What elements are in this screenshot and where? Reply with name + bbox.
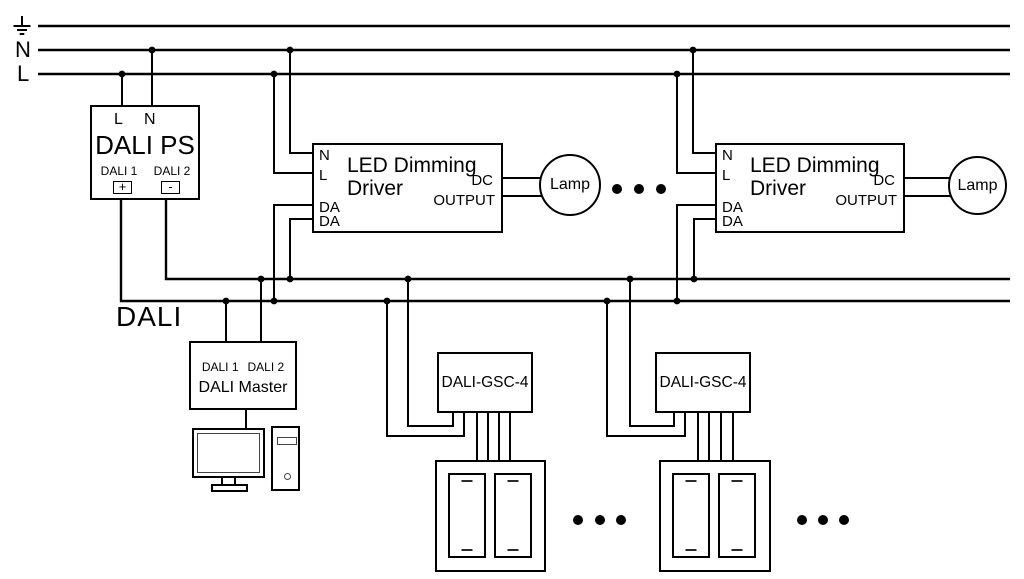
lamp-1: Lamp	[539, 154, 601, 216]
rocker-mark	[507, 549, 519, 551]
rocker-mark	[507, 480, 519, 482]
rocker-button	[494, 473, 532, 558]
master-dali2-label: DALI 2	[247, 360, 285, 374]
driver1-output-label: OUTPUT	[433, 192, 495, 209]
dali-bus-1-lower	[119, 200, 1010, 303]
dali-bus-label: DALI	[116, 301, 183, 332]
controller2-title: DALI-GSC-4	[659, 373, 747, 391]
tower-power-button-icon	[284, 473, 291, 480]
driver1-dc-label: DC	[471, 172, 493, 189]
computer-monitor-icon	[192, 428, 265, 478]
earth-ground-icon	[13, 16, 31, 35]
switch-panel-2	[659, 460, 771, 572]
master-channel-labels: DALI 1 DALI 2	[191, 360, 295, 374]
ellipsis-dots-panel-1	[573, 515, 626, 525]
neutral-bus-label: N	[15, 37, 31, 62]
dali-power-supply: L N DALI PS DALI 1 DALI 2 + -	[90, 105, 200, 200]
dali-bus-lines	[119, 200, 1010, 303]
driver1-title-line1: LED Dimming	[347, 154, 477, 177]
lamp2-label: Lamp	[957, 176, 998, 194]
driver2-title-line1: LED Dimming	[750, 154, 880, 177]
ps-terminal-l-label: L	[114, 111, 123, 128]
ps-terminal-n-label: N	[144, 111, 156, 128]
driver2-terminal-n: N	[722, 147, 733, 164]
monitor-screen	[197, 433, 260, 473]
rocker-mark	[731, 549, 743, 551]
driver1-terminal-da2: DA	[319, 213, 340, 230]
master-dali1-label: DALI 1	[201, 360, 239, 374]
tower-drive-slot	[277, 437, 297, 445]
driver2-title-line2: Driver	[750, 177, 806, 200]
rocker-mark	[731, 480, 743, 482]
ps-minus-terminal: -	[161, 180, 180, 194]
live-bus-label: L	[17, 61, 30, 86]
driver1-terminal-l: L	[319, 167, 328, 184]
ellipsis-dots-lamps	[612, 184, 666, 194]
dali-bus-2-upper	[164, 200, 1010, 281]
led-driver-1: N L DA DA LED Dimming Driver DC OUTPUT	[312, 143, 503, 233]
controller1-title: DALI-GSC-4	[441, 373, 529, 391]
dali-master: DALI 1 DALI 2 DALI Master	[189, 341, 297, 410]
rocker-mark	[685, 480, 697, 482]
mains-bus-lines	[38, 24, 1010, 76]
switch-panel-1	[435, 460, 546, 572]
driver2-terminal-da2: DA	[722, 213, 743, 230]
computer-tower-icon	[271, 426, 300, 491]
monitor-stand-base	[211, 484, 248, 492]
rocker-mark	[461, 549, 473, 551]
driver1-terminal-n: N	[319, 147, 330, 164]
driver1-title: LED Dimming Driver	[347, 154, 477, 200]
driver1-terminal-da1: DA	[319, 199, 340, 216]
rocker-button	[448, 473, 486, 558]
ps-dali2-label: DALI 2	[153, 164, 191, 178]
led-driver-2: N L DA DA LED Dimming Driver DC OUTPUT	[715, 143, 905, 233]
driver1-title-line2: Driver	[347, 177, 403, 200]
dali-gsc-controller-1: DALI-GSC-4	[437, 352, 533, 413]
ps-plus-terminal: +	[113, 180, 132, 194]
connection-wires	[121, 50, 956, 460]
master-title: DALI Master	[198, 379, 288, 396]
dali-gsc-controller-2: DALI-GSC-4	[655, 352, 751, 413]
rocker-mark	[685, 549, 697, 551]
driver2-output-label: OUTPUT	[835, 192, 897, 209]
driver2-terminal-l: L	[722, 167, 731, 184]
lamp-2: Lamp	[948, 156, 1007, 215]
ps-dali1-label: DALI 1	[100, 164, 138, 178]
power-supply-title: DALI PS	[95, 130, 195, 160]
driver2-title: LED Dimming Driver	[750, 154, 880, 200]
rocker-button	[718, 473, 756, 558]
lamp1-label: Lamp	[549, 176, 591, 193]
rocker-button	[672, 473, 710, 558]
driver2-dc-label: DC	[873, 172, 895, 189]
junction-dots	[118, 46, 698, 305]
driver2-terminal-da1: DA	[722, 199, 743, 216]
rocker-mark	[461, 480, 473, 482]
ellipsis-dots-panel-2	[797, 515, 849, 525]
